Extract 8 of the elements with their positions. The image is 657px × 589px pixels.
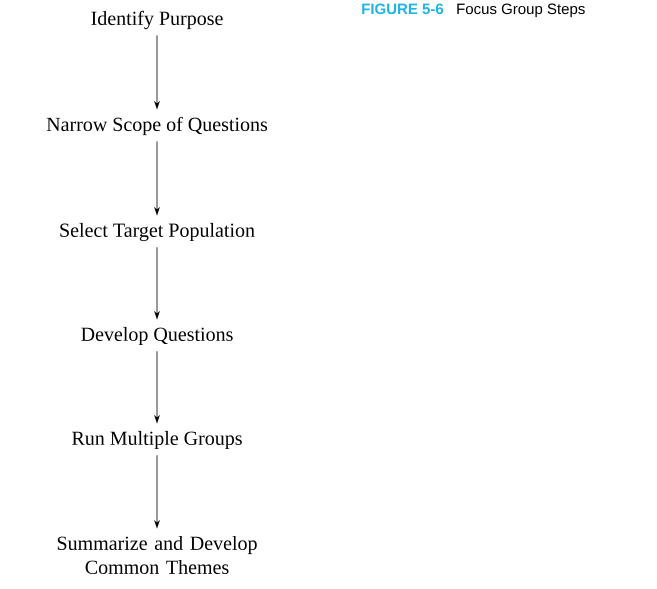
step-text: Summarize and Develop Common Themes: [58, 536, 257, 574]
step-text: Narrow Scope of Questions: [46, 116, 268, 136]
figure-number: FIGURE 5-6: [362, 4, 444, 14]
step-text: Identify Purpose: [91, 10, 223, 30]
step-text: Run Multiple Groups: [72, 430, 242, 450]
step-text: Select Target Population: [60, 222, 255, 242]
figure-title: Focus Group Steps: [457, 4, 585, 18]
step-text: Develop Questions: [81, 326, 233, 346]
